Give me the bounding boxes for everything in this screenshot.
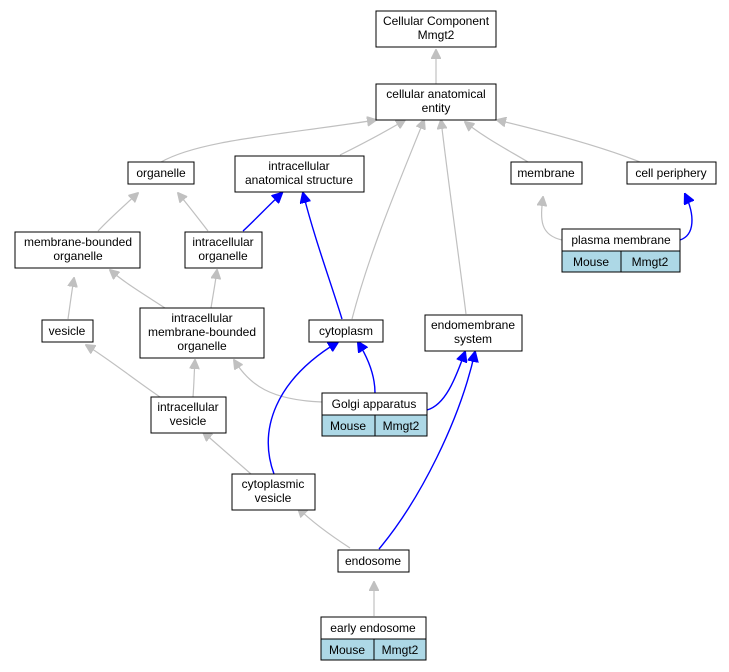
annotation-gene-label: Mmgt2 [383, 419, 420, 433]
node-cell-periphery[interactable]: cell periphery [626, 161, 717, 185]
annotation-species-label: Mouse [573, 255, 609, 269]
nodes: Cellular Component Mmgt2 cellular anatom… [14, 10, 717, 661]
node-vesicle[interactable]: vesicle [41, 319, 94, 343]
annotation-species-label: Mouse [330, 419, 366, 433]
node-label: Golgi apparatus [332, 397, 417, 411]
node-label: plasma membrane [571, 233, 671, 247]
node-label: entity [422, 101, 451, 115]
node-label: early endosome [330, 621, 416, 635]
edge-endosome-to-cytovesicle [298, 508, 351, 549]
node-endosome[interactable]: endosome [337, 549, 410, 573]
edge-intraorg-to-organelle [178, 193, 209, 232]
node-label: cell periphery [635, 166, 706, 180]
node-label: intracellular [157, 400, 218, 414]
node-label: organelle [53, 249, 103, 263]
node-cellular-anatomical-entity[interactable]: cellular anatomical entity [375, 83, 497, 121]
node-label: anatomical structure [245, 173, 353, 187]
node-label: organelle [136, 166, 186, 180]
node-intracellular-anatomical-structure[interactable]: intracellular anatomical structure [234, 155, 365, 193]
node-label: cytoplasm [319, 324, 373, 338]
node-membrane[interactable]: membrane [510, 161, 583, 185]
node-early-endosome[interactable]: early endosome Mouse Mmgt2 [320, 616, 427, 661]
edge-cytoplasm-to-cae [351, 120, 424, 320]
annotation-gene [374, 414, 428, 437]
node-label: intracellular [192, 235, 253, 249]
edge-vesicle-to-mbo [67, 278, 74, 320]
edge-endosome-to-endomembrane [378, 352, 475, 550]
edge-golgi-to-cytoplasm [358, 342, 376, 394]
node-cellular-component[interactable]: Cellular Component Mmgt2 [375, 10, 497, 48]
edge-ivesicle-to-imbo [193, 360, 195, 398]
edge-endomembrane-to-cae [441, 120, 467, 315]
node-label: endomembrane [431, 318, 515, 332]
node-label: membrane-bounded [148, 325, 256, 339]
node-golgi-apparatus[interactable]: Golgi apparatus Mouse Mmgt2 [321, 392, 428, 437]
edges [67, 50, 692, 616]
node-organelle[interactable]: organelle [127, 161, 195, 185]
annotation-gene-label: Mmgt2 [632, 255, 669, 269]
node-intracellular-vesicle[interactable]: intracellular vesicle [150, 396, 227, 434]
node-label: vesicle [49, 324, 86, 338]
edge-imbo-to-mbo [110, 270, 166, 309]
node-label: organelle [198, 249, 248, 263]
edge-organelle-to-cae [160, 120, 376, 163]
edge-golgi-to-endomembrane [426, 352, 465, 411]
node-intracellular-organelle[interactable]: intracellular organelle [184, 231, 263, 269]
node-label: vesicle [255, 491, 292, 505]
edge-mbo-to-organelle [97, 193, 138, 232]
node-intracellular-membrane-bounded-organelle[interactable]: intracellular membrane-bounded organelle [139, 307, 265, 359]
edge-cytoplasm-to-ias [303, 193, 343, 320]
node-cytoplasmic-vesicle[interactable]: cytoplasmic vesicle [231, 473, 316, 511]
edge-plasmamem-to-cellperiphery [679, 194, 692, 241]
edge-imbo-to-intraorg [210, 270, 217, 309]
node-label: cytoplasmic [242, 477, 305, 491]
edge-intraorg-to-ias [242, 193, 282, 232]
node-label: membrane [517, 166, 575, 180]
node-membrane-bounded-organelle[interactable]: membrane-bounded organelle [14, 231, 141, 269]
node-label: organelle [177, 339, 227, 353]
node-label: Mmgt2 [418, 28, 455, 42]
edge-cellperiphery-to-cae [497, 120, 641, 163]
node-plasma-membrane[interactable]: plasma membrane Mouse Mmgt2 [561, 228, 681, 273]
node-label: membrane-bounded [24, 235, 132, 249]
node-label: vesicle [170, 414, 207, 428]
node-label: system [454, 332, 492, 346]
edge-ivesicle-to-vesicle [86, 345, 161, 398]
node-label: endosome [345, 554, 401, 568]
edge-membrane-to-cae [465, 122, 529, 163]
node-label: intracellular [171, 311, 232, 325]
node-label: intracellular [268, 159, 329, 173]
node-label: Cellular Component [383, 14, 490, 28]
annotation-gene [620, 250, 681, 273]
edge-cytovesicle-to-ivesicle [203, 432, 252, 475]
edge-ias-to-cae [339, 120, 405, 156]
edge-cytovesicle-to-cytoplasm [267, 342, 338, 475]
edge-golgi-to-imbo [234, 360, 323, 403]
annotation-gene [373, 638, 427, 661]
annotation-species-label: Mouse [329, 643, 365, 657]
node-label: cellular anatomical [386, 87, 485, 101]
node-endomembrane-system[interactable]: endomembrane system [424, 314, 523, 352]
node-cytoplasm[interactable]: cytoplasm [308, 319, 384, 343]
edge-plasmamem-to-membrane [542, 197, 563, 241]
annotation-gene-label: Mmgt2 [382, 643, 419, 657]
